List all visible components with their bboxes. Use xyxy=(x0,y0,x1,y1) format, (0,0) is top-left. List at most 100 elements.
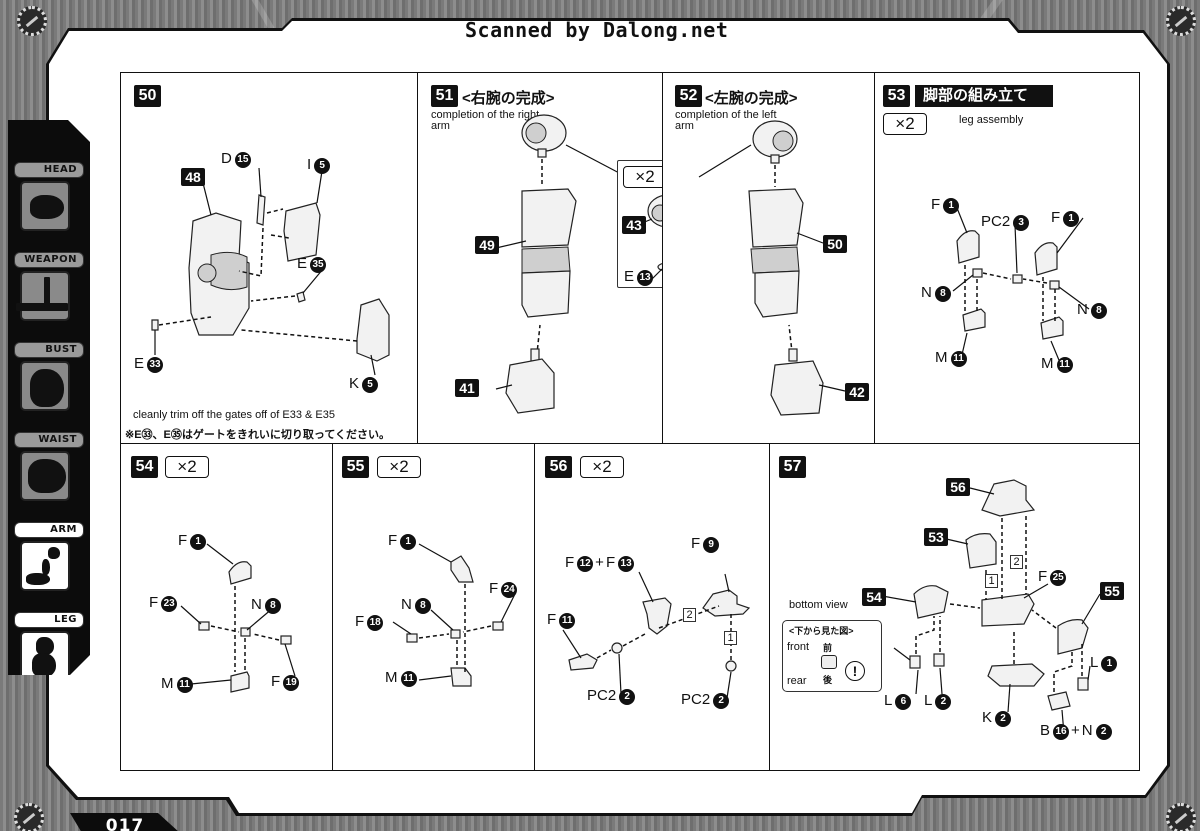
step-number: 53 xyxy=(883,85,910,107)
sidebar-item-label: LEG xyxy=(14,612,84,628)
part-f11 xyxy=(568,653,598,671)
step-number: 50 xyxy=(134,85,161,107)
bust-icon xyxy=(20,361,70,411)
quantity-x2-badge: ×2 xyxy=(165,456,209,478)
step-number: 57 xyxy=(779,456,806,478)
sidebar-item-bust[interactable]: BUST xyxy=(14,342,84,411)
part-m11 xyxy=(450,667,472,687)
part-n8 xyxy=(240,627,251,637)
sidebar-item-head[interactable]: HEAD xyxy=(14,162,84,231)
upper-arm-part xyxy=(521,188,577,318)
step-56-diagram xyxy=(562,571,751,699)
part-f18 xyxy=(406,633,418,643)
part-f9 xyxy=(702,589,751,617)
bottom-view-inset: <下から見た図> front 前 rear 後 ! xyxy=(782,620,882,692)
assembly-arrow xyxy=(238,227,264,277)
part-l6 xyxy=(909,655,921,669)
part-f1 xyxy=(228,561,252,585)
page-number: 017 xyxy=(70,813,180,831)
part-l1 xyxy=(1077,677,1089,691)
sidebar-item-waist[interactable]: WAIST xyxy=(14,432,84,501)
part-pc2-2 xyxy=(725,660,737,672)
bottom-view-label: bottom view xyxy=(789,599,848,611)
part-m11 xyxy=(230,671,250,693)
gear-icon xyxy=(1166,6,1196,36)
rear-label-jp: 後 xyxy=(823,675,833,685)
assembly-arrow xyxy=(1031,609,1057,629)
shoulder-part xyxy=(521,114,567,158)
step-number: 56 xyxy=(545,456,572,478)
step-number: 54 xyxy=(131,456,158,478)
assembly-arrow xyxy=(240,329,358,342)
part-pc2-2 xyxy=(611,642,623,654)
part-b16-n2 xyxy=(1047,691,1071,711)
part-k2 xyxy=(987,663,1045,687)
step-subtitle-en: completion of the right arm xyxy=(431,109,540,132)
step-subtitle-en: completion of the left arm xyxy=(675,109,777,132)
arm-icon xyxy=(20,541,70,591)
trim-note-en: cleanly trim off the gates off of E33 & … xyxy=(133,409,335,421)
part-f24 xyxy=(492,621,504,631)
front-label-jp: 前 xyxy=(823,643,833,653)
weapon-icon xyxy=(16,271,70,321)
leg-icon xyxy=(20,631,70,675)
part-orientation-icon xyxy=(821,655,837,669)
waist-icon xyxy=(20,451,70,501)
step-title-jp: 脚部の組み立て xyxy=(915,85,1053,107)
part-d15 xyxy=(256,194,266,226)
assembly-arrow xyxy=(622,633,646,647)
assembly-arrow xyxy=(270,234,290,239)
assembly-arrow xyxy=(949,603,981,609)
part-m11 xyxy=(1040,316,1064,340)
subassembly-ref: 55 xyxy=(1100,582,1124,600)
sidebar-item-label: WEAPON xyxy=(14,252,84,268)
sequence-marker: 1 xyxy=(985,574,998,588)
front-label: front xyxy=(787,641,810,653)
subassembly-ref: 41 xyxy=(455,379,479,397)
assembly-arrow xyxy=(158,316,212,326)
sequence-marker: 1 xyxy=(724,631,737,645)
sidebar-item-arm[interactable]: ARM xyxy=(14,522,84,591)
part-e33 xyxy=(151,319,159,331)
subassembly-54 xyxy=(913,585,949,619)
scan-watermark: Scanned by Dalong.net xyxy=(465,18,729,42)
step-title-jp: <右腕の完成> xyxy=(462,90,555,107)
part-f12-f13 xyxy=(642,597,672,635)
rear-label: rear xyxy=(787,675,807,687)
part-n8 xyxy=(972,268,983,278)
quantity-x2-badge: ×2 xyxy=(377,456,421,478)
assembly-arrow xyxy=(535,324,541,364)
step-number: 52 xyxy=(675,85,702,107)
part-n8 xyxy=(450,629,461,639)
sidebar-item-weapon[interactable]: WEAPON xyxy=(14,252,84,321)
assembly-arrow xyxy=(266,208,284,214)
subassembly-ref: 49 xyxy=(475,236,499,254)
subassembly-ref: 54 xyxy=(862,588,886,606)
subassembly-ref: 50 xyxy=(823,235,847,253)
step-number: 51 xyxy=(431,85,458,107)
step-52-panel: 52 <左腕の完成> completion of the left arm 50… xyxy=(662,72,875,444)
sidebar-item-leg[interactable]: LEG xyxy=(14,612,84,675)
subassembly-ref: 48 xyxy=(181,168,205,186)
